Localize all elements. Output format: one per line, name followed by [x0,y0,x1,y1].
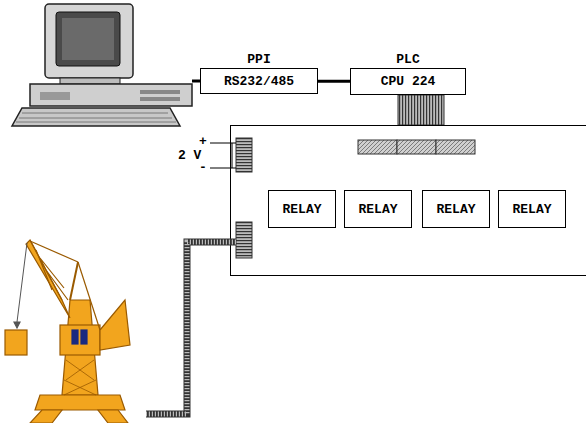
box-label: RELAY [436,202,475,217]
crane-cable [146,242,236,414]
cable [192,80,200,83]
relay-box: RELAY [422,190,490,228]
crane-illustration [5,240,130,423]
power-label: 2 V [178,148,201,163]
relay-box: RELAY [498,190,566,228]
device-box: PLCCPU 224 [350,68,466,95]
relay-box: RELAY [268,190,336,228]
device-heading: PLC [351,52,465,67]
relay-board [231,126,586,276]
box-label: RELAY [282,202,321,217]
box-label: RELAY [358,202,397,217]
box-label: CPU 224 [381,74,436,89]
relay-box: RELAY [344,190,412,228]
connector-block [358,140,475,154]
power-terminal [236,138,252,172]
device-heading: PPI [201,52,317,67]
power-label: - [199,160,207,175]
device-box: PPIRS232/485 [200,68,318,94]
box-label: RELAY [512,202,551,217]
power-label: + [199,134,207,149]
serial-cable [318,80,350,83]
crane-terminal [236,222,252,258]
box-label: RS232/485 [224,74,294,89]
power-wires [210,143,236,168]
computer-illustration [12,4,192,126]
ribbon-cable [398,95,444,125]
